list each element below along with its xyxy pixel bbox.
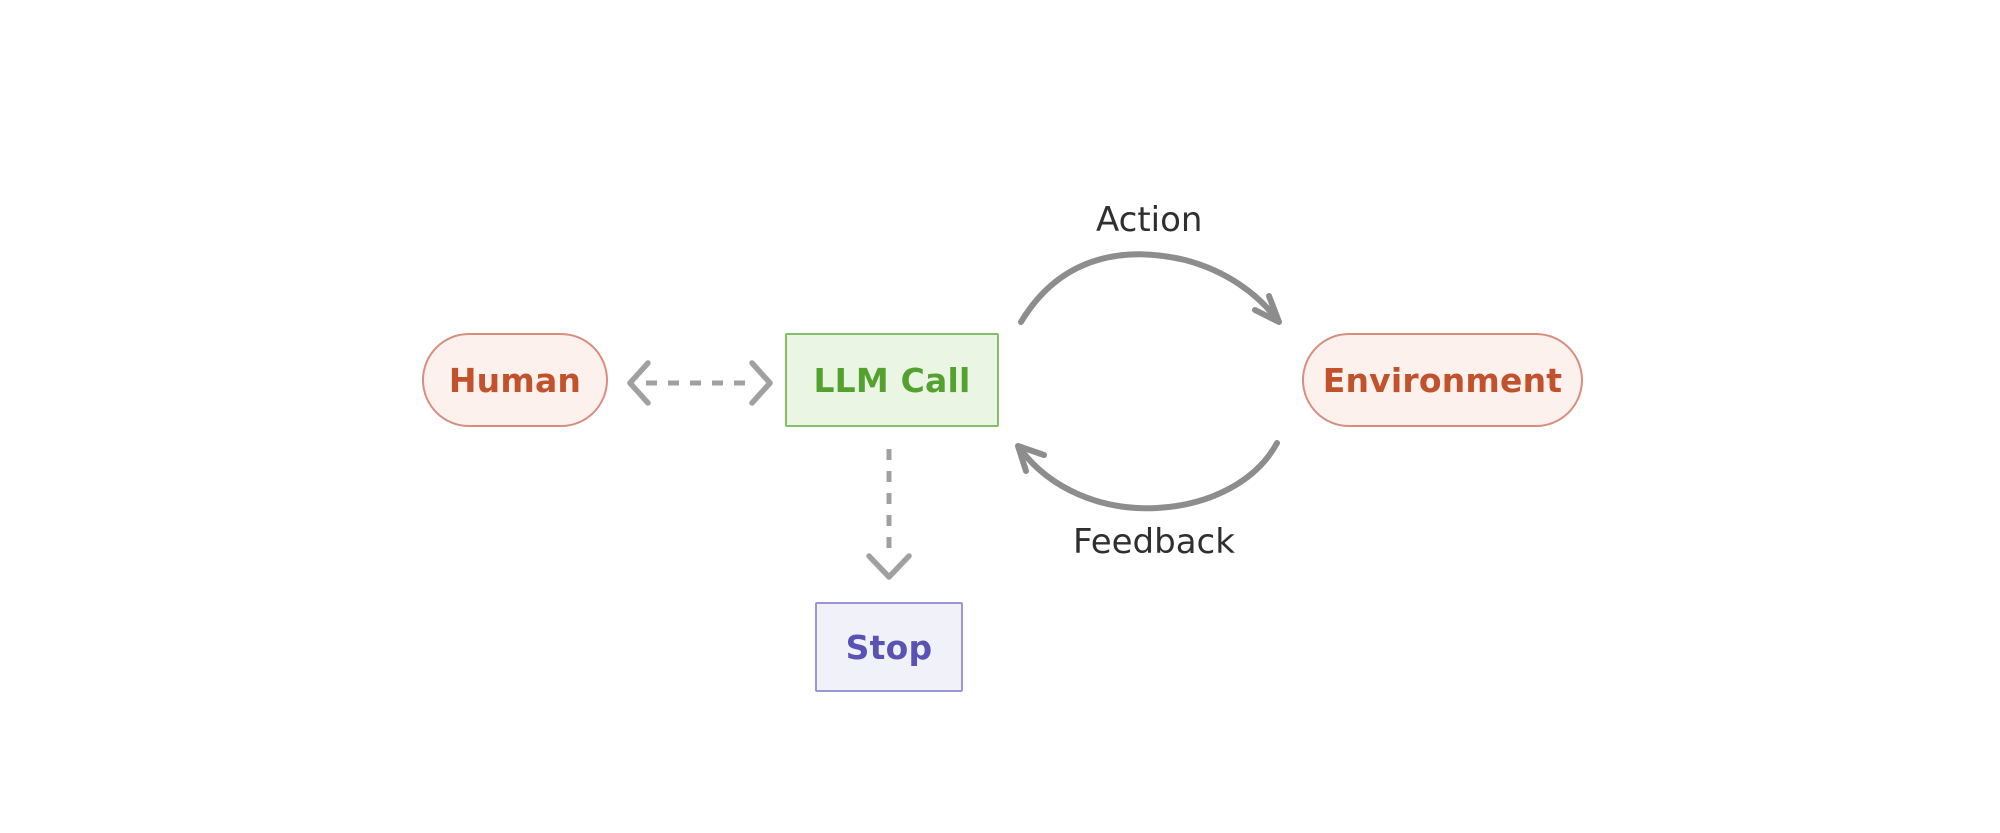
edge-feedback-curve bbox=[1018, 440, 1280, 512]
arrowhead-left-icon bbox=[627, 360, 651, 406]
node-environment[interactable]: Environment bbox=[1302, 333, 1583, 427]
edge-action bbox=[1018, 251, 1282, 325]
arrowhead-action-icon bbox=[1252, 293, 1282, 325]
node-stop[interactable]: Stop bbox=[815, 602, 963, 692]
edge-llm-call-stop bbox=[866, 449, 912, 580]
edge-human-llm-call bbox=[627, 360, 773, 406]
arrowhead-feedback-icon bbox=[1015, 443, 1047, 474]
edge-feedback bbox=[1015, 440, 1280, 512]
node-llm-call[interactable]: LLM Call bbox=[785, 333, 999, 427]
node-environment-label: Environment bbox=[1322, 360, 1563, 400]
edge-action-curve bbox=[1018, 251, 1279, 325]
node-stop-label: Stop bbox=[845, 627, 933, 667]
edge-label-feedback: Feedback bbox=[1073, 522, 1235, 562]
node-human-label: Human bbox=[448, 360, 582, 400]
edge-label-action: Action bbox=[1096, 200, 1203, 240]
arrowhead-down-icon bbox=[866, 553, 912, 580]
node-human[interactable]: Human bbox=[422, 333, 608, 427]
arrowhead-right-icon bbox=[749, 360, 773, 406]
node-llm-call-label: LLM Call bbox=[813, 360, 971, 400]
